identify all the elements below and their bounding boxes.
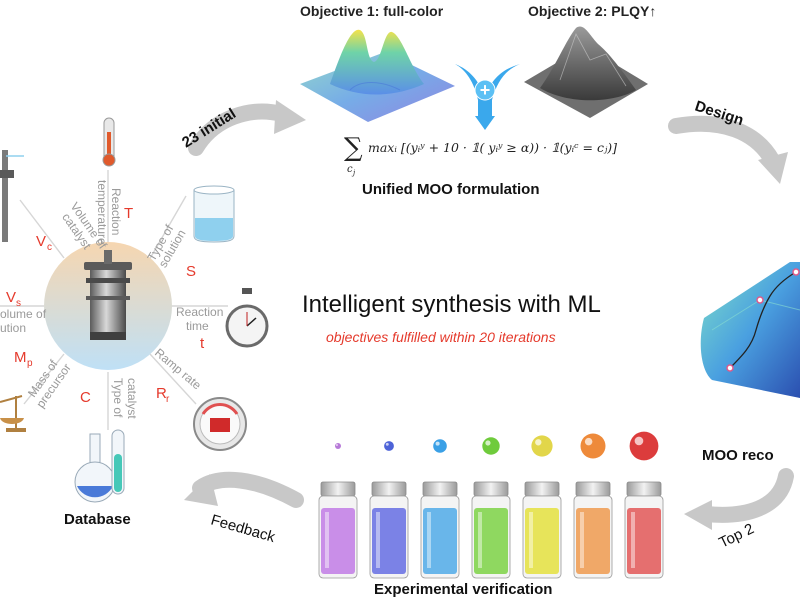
param-Vc-subscript: c [47, 242, 52, 253]
vial-liquid [423, 508, 457, 574]
arrow-initial-label: 23 initial [179, 105, 239, 151]
vial-cap [320, 481, 356, 497]
param-Vs-label1: olume of [0, 307, 47, 321]
param-R-subscript: r [166, 394, 170, 405]
droplet-highlight [535, 439, 542, 446]
wheel-spokes [0, 170, 228, 430]
param-T-label1: Reaction [109, 188, 123, 235]
database-title: Database [64, 511, 131, 528]
vial [624, 431, 664, 579]
formulation-title: Unified MOO formulation [362, 181, 540, 198]
vial-shine [325, 512, 329, 568]
param-Mp-symbol: M [14, 349, 27, 366]
arrow-feedback [184, 471, 304, 508]
vial [318, 443, 358, 579]
vial-liquid [474, 508, 508, 574]
vial-cap [422, 481, 458, 497]
sum-symbol: ∑ [344, 133, 363, 163]
formula-expression: maxᵢ [(yᵢʸ + 10 · 𝟙( yᵢʸ ≥ α)) · 𝟙(yᵢᶜ =… [368, 140, 617, 155]
objective2-title: Objective 2: PLQY↑ [528, 3, 656, 19]
vial-cap [575, 481, 611, 497]
flask-icon [74, 433, 116, 503]
thermometer-icon [102, 117, 116, 167]
droplet-highlight [335, 443, 338, 446]
param-Mp-subscript: p [27, 358, 33, 369]
vial-liquid [525, 508, 559, 574]
param-T-label2: temperature [95, 180, 109, 245]
color-droplet [580, 433, 606, 459]
param-Vs-subscript: s [16, 298, 21, 309]
color-droplet [629, 431, 659, 461]
autoclave-icon [84, 250, 132, 340]
vial-shine [529, 512, 533, 568]
vial-shine [478, 512, 482, 568]
objective2-surface [524, 26, 648, 118]
merge-fork: + [455, 64, 520, 130]
beaker-icon [193, 185, 235, 243]
gauge-icon [193, 397, 247, 451]
moo-reco-label: MOO reco [702, 447, 774, 464]
vial-liquid [576, 508, 610, 574]
vial-liquid [321, 508, 355, 574]
verification-title: Experimental verification [374, 581, 552, 598]
arrow-design [668, 115, 788, 184]
param-C-label2: catalyst [125, 378, 139, 419]
sum-index-sub: j [351, 169, 356, 177]
vial [369, 441, 409, 579]
center-title: Intelligent synthesis with ML [302, 291, 601, 318]
param-Vs-symbol: V [6, 289, 16, 306]
vial [471, 437, 511, 579]
vial [573, 433, 613, 579]
param-t-label2: time [186, 319, 209, 333]
balance-scale-icon [0, 395, 26, 432]
vial [522, 435, 562, 579]
vial-cap [473, 481, 509, 497]
vial-cap [626, 481, 662, 497]
stopwatch-icon [225, 288, 269, 348]
vial-shine [580, 512, 584, 568]
arrow-top2 [684, 468, 794, 530]
arrow-top2-label: Top 2 [716, 520, 756, 551]
color-droplet [433, 439, 447, 453]
sum-index: c [347, 164, 353, 175]
arrow-initial [188, 100, 306, 156]
color-droplet [335, 443, 341, 449]
optimization-surface [700, 262, 800, 398]
droplet-highlight [584, 437, 593, 446]
vial-cap [524, 481, 560, 497]
vial-row [318, 431, 664, 579]
param-C-label1: Type of [111, 378, 125, 418]
param-t-label1: Reaction [176, 305, 223, 319]
vial-shine [376, 512, 380, 568]
droplet-highlight [435, 441, 440, 446]
arrow-feedback-label: Feedback [209, 512, 277, 547]
color-droplet [482, 437, 500, 455]
droplet-highlight [634, 436, 644, 446]
vial [420, 439, 460, 579]
param-t-symbol: t [200, 335, 205, 352]
droplet-highlight [485, 440, 491, 446]
param-C-symbol: C [80, 389, 91, 406]
param-Vc-symbol: V [36, 233, 46, 250]
vial-liquid [372, 508, 406, 574]
objective1-surface [300, 29, 455, 122]
param-S-symbol: S [186, 263, 196, 280]
plus-icon: + [480, 80, 491, 100]
center-subtitle: objectives fulfilled within 20 iteration… [326, 329, 556, 345]
moo-formula: ∑ c j maxᵢ [(yᵢʸ + 10 · 𝟙( yᵢʸ ≥ α)) · 𝟙… [344, 133, 617, 177]
vial-cap [371, 481, 407, 497]
vial-liquid [627, 508, 661, 574]
test-tube-icon [111, 429, 125, 495]
param-R-symbol: R [156, 385, 167, 402]
vial-shine [427, 512, 431, 568]
vial-shine [631, 512, 635, 568]
param-Vs-label2: ution [0, 321, 26, 335]
color-droplet [384, 441, 394, 451]
droplet-highlight [385, 442, 389, 446]
color-droplet [531, 435, 553, 457]
lab-stand-icon [0, 150, 24, 242]
objective1-title: Objective 1: full-color [300, 3, 444, 19]
param-T-symbol: T [124, 205, 133, 222]
